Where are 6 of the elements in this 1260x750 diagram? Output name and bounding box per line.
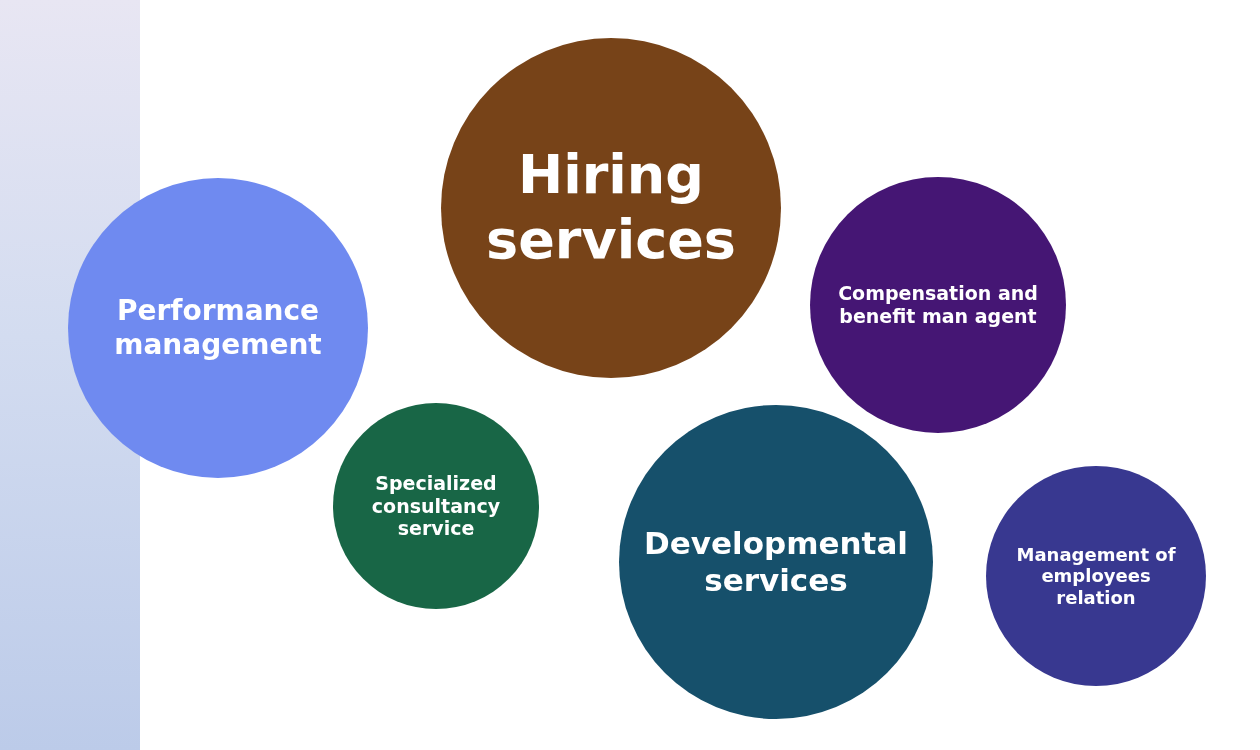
circle-label: Hiring services [485, 143, 737, 273]
circle-label: Performance management [113, 294, 323, 362]
circle-label: Specialized consultancy service [370, 471, 502, 541]
circle-label: Developmental services [643, 524, 909, 600]
circle-label: Management of employees relation [1015, 543, 1177, 609]
circle-label: Compensation and benefit man agent [838, 282, 1038, 328]
